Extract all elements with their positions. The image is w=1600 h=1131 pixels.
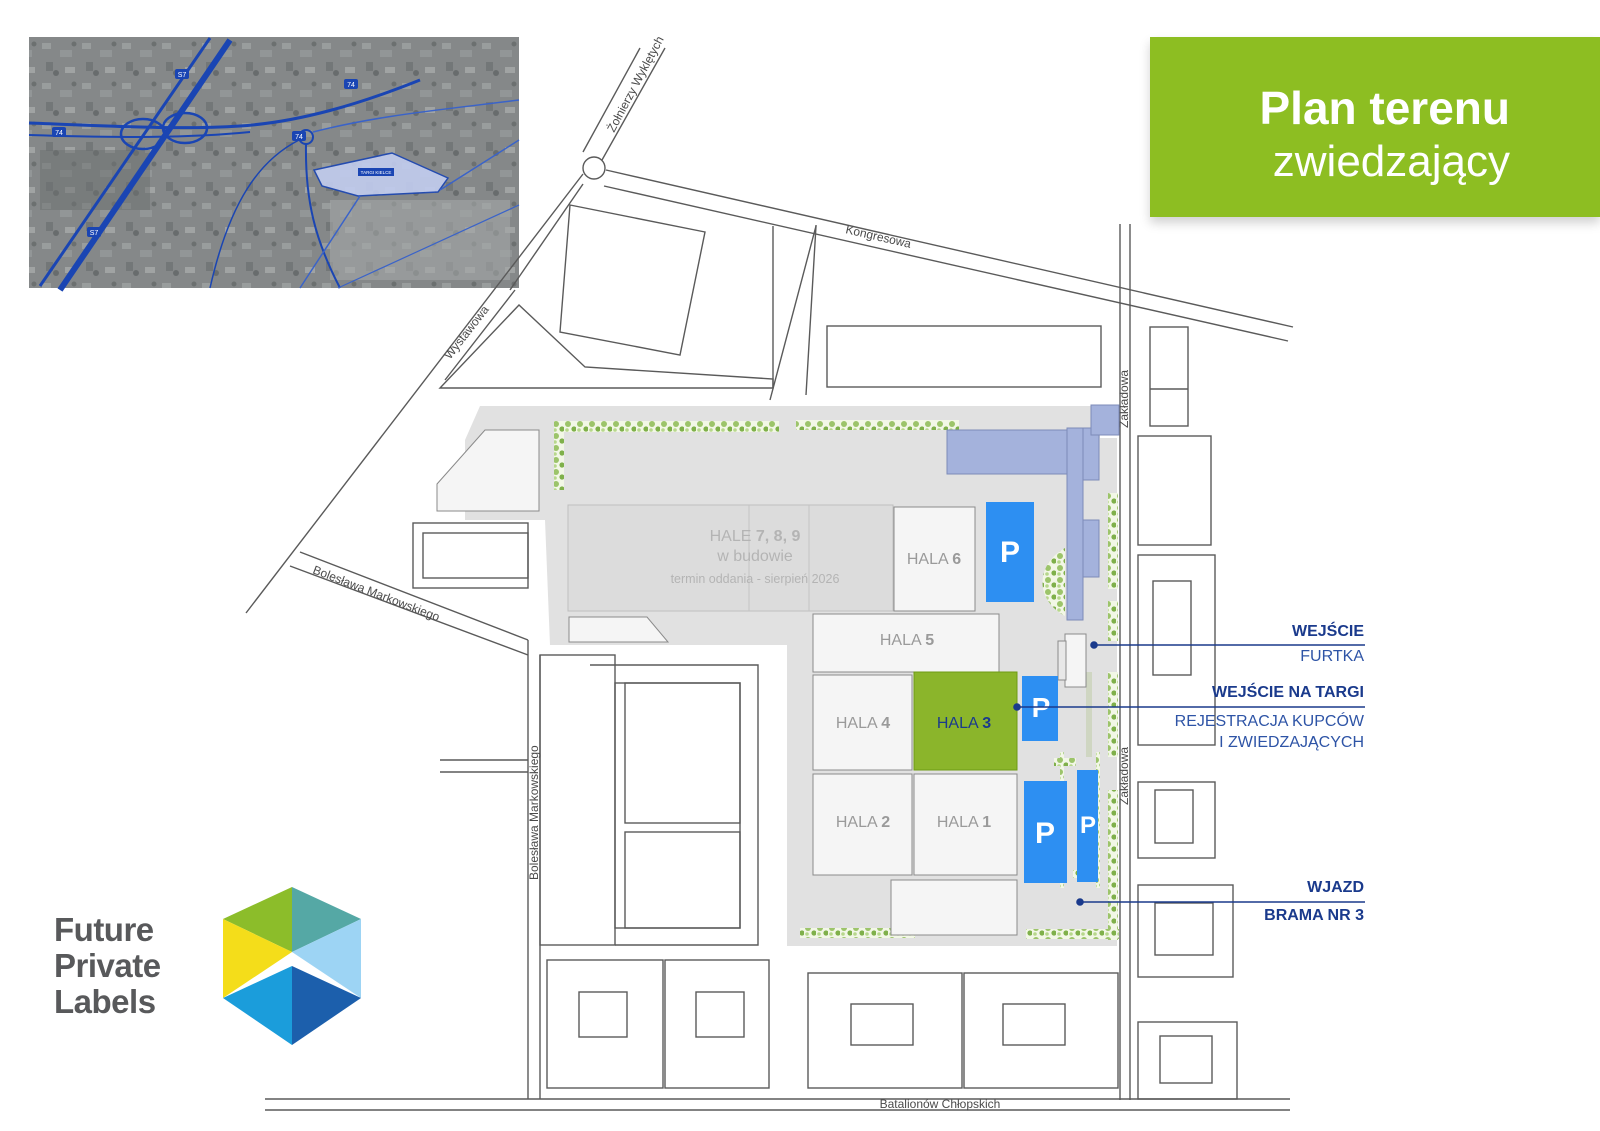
hall-789-title: HALE 7, 8, 9: [710, 528, 801, 545]
aerial-inset: 74 74 74 S7 S7 TARGI KIELCE: [28, 37, 520, 292]
callout-gate: FURTKA: [1300, 648, 1364, 665]
svg-text:S7: S7: [90, 230, 99, 237]
page-subtitle: zwiedzający: [1272, 137, 1510, 186]
parking-1: [986, 502, 1034, 602]
hall-3: [913, 671, 1018, 771]
hall-labels: HALE 7, 8, 9 w budowie termin oddania - …: [671, 528, 992, 831]
annex-building: [890, 879, 1018, 936]
parking-3: [1024, 781, 1067, 883]
road-shield-s7-bottom: S7: [87, 227, 101, 237]
fair-grounds: P P P P: [436, 404, 1120, 946]
road-shield-74-mid: 74: [292, 131, 306, 141]
hall-1: [913, 773, 1018, 876]
parking-4: [1077, 770, 1098, 882]
callout-vehicle-entry: WJAZD: [1307, 879, 1364, 896]
logo-line-2: Private: [54, 947, 161, 984]
callout-gate-3: BRAMA NR 3: [1264, 907, 1364, 924]
road-shield-74-right: 74: [344, 79, 358, 89]
svg-text:74: 74: [347, 82, 355, 89]
road-shield-74-left: 74: [52, 127, 66, 137]
svg-text:74: 74: [55, 130, 63, 137]
parking-2: [1022, 676, 1058, 741]
callout-entrance: WEJŚCIE: [1291, 623, 1364, 640]
parking-label-4: P: [1080, 812, 1096, 839]
callout-fair-entrance: WEJŚCIE NA TARGI: [1211, 684, 1364, 701]
page-title: Plan terenu: [1259, 82, 1510, 134]
greenery: [554, 421, 564, 490]
title-banner: Plan terenu zwiedzający: [1150, 37, 1600, 217]
hall-1-label: HALA 1: [937, 814, 991, 831]
svg-text:S7: S7: [178, 72, 187, 79]
hall-2: [812, 773, 913, 876]
street-zakladowa-top: Zakładowa: [1117, 370, 1131, 428]
logo-line-3: Labels: [54, 983, 156, 1020]
hall-6: [893, 506, 976, 612]
hall-6-label: HALA 6: [907, 551, 961, 568]
road-shield-s7-top: S7: [175, 69, 189, 79]
service-building: [946, 429, 1081, 475]
hall-5: [812, 613, 1000, 673]
street-kongresowa: Kongresowa: [844, 222, 912, 251]
street-zolnierzy: Żołnierzy Wyklętych: [604, 34, 666, 135]
aerial-photo: [29, 37, 519, 288]
hall-2-label: HALA 2: [836, 814, 890, 831]
street-batalionow: Batalionów Chłopskich: [880, 1097, 1001, 1111]
hall-7-8-9: [567, 504, 894, 612]
logo-wordmark: Future Private Labels: [54, 912, 161, 1020]
hall-4: [812, 674, 913, 771]
parking-label-1: P: [1000, 536, 1020, 569]
callout-registration-1: REJESTRACJA KUPCÓW: [1174, 713, 1364, 730]
callout-lines: [1013, 641, 1365, 906]
street-grid: [245, 47, 1294, 1111]
logo-mark: [223, 887, 361, 1045]
hall-3-label: HALA 3: [937, 715, 991, 732]
parking-label-3: P: [1035, 817, 1055, 850]
hall-5-label: HALA 5: [880, 632, 934, 649]
venue-badge: TARGI KIELCE: [358, 168, 394, 176]
logo-line-1: Future: [54, 911, 154, 948]
hall-789-status: w budowie: [716, 548, 793, 565]
hall-789-date: termin oddania - sierpień 2026: [671, 572, 840, 586]
svg-text:TARGI KIELCE: TARGI KIELCE: [361, 170, 392, 175]
callout-registration-2: I ZWIEDZAJĄCYCH: [1219, 734, 1364, 751]
hall-4-label: HALA 4: [836, 715, 890, 732]
street-markowskiego-vert: Bolesława Markowskiego: [527, 745, 541, 880]
svg-text:74: 74: [295, 134, 303, 141]
street-zakladowa-mid: Zakładowa: [1117, 747, 1131, 805]
